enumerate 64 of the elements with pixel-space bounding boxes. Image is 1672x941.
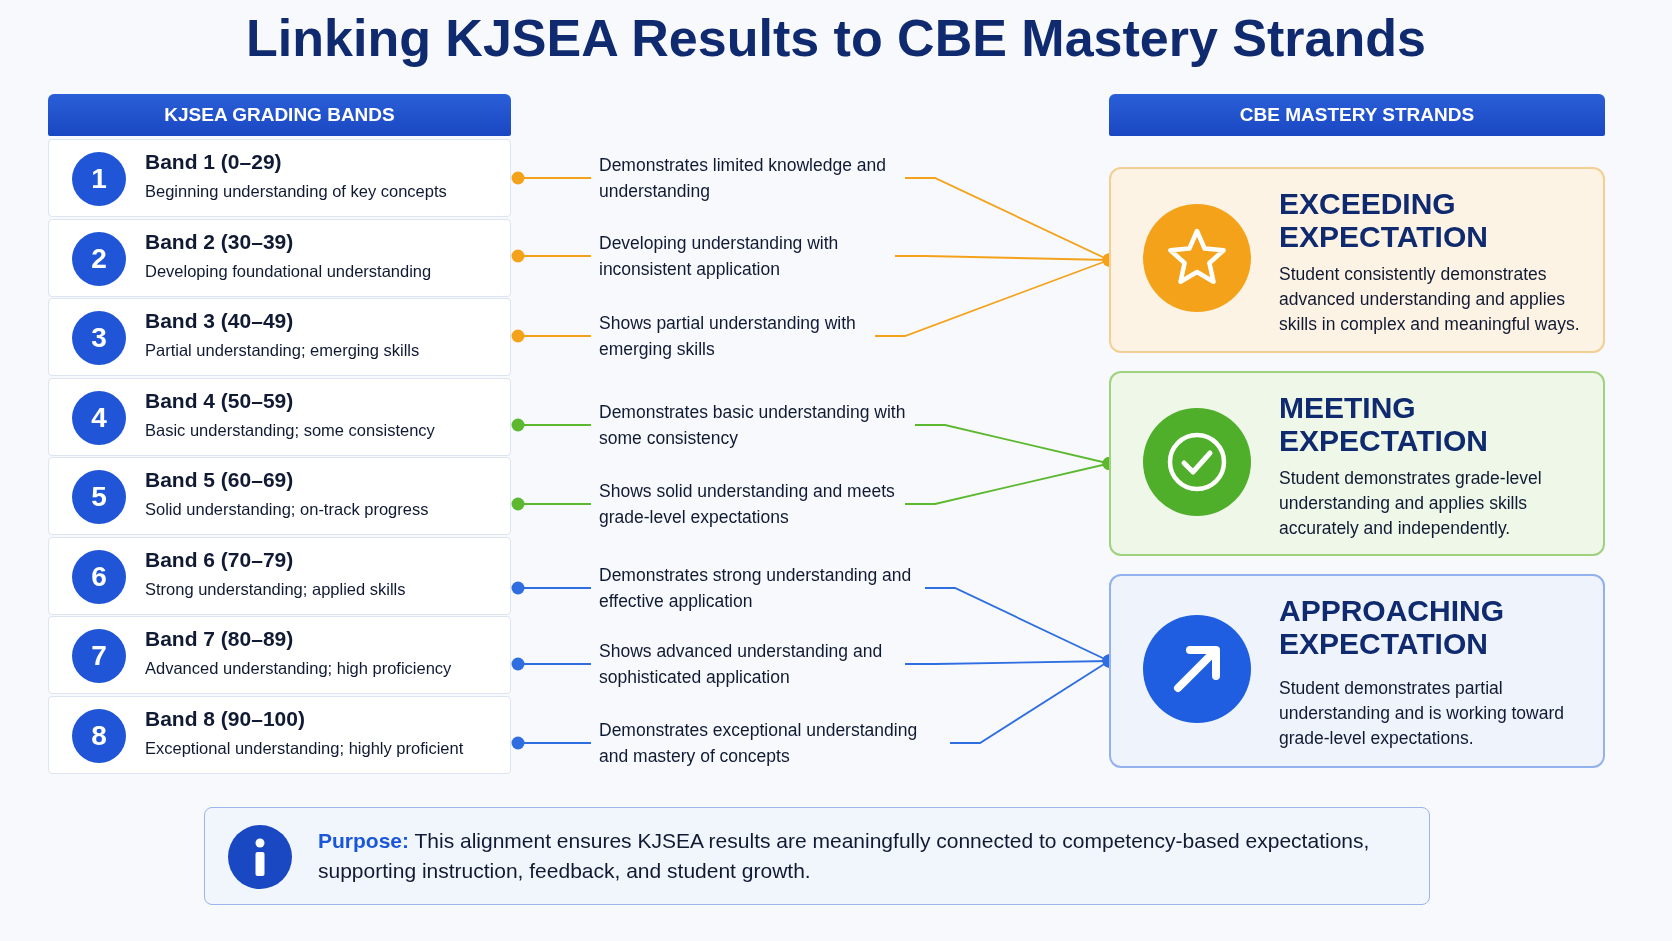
- band-title: Band 5 (60–69): [145, 468, 294, 492]
- strand-card: [1109, 167, 1605, 353]
- band-title: Band 2 (30–39): [145, 229, 294, 254]
- band-row: [48, 457, 511, 535]
- strand-description: Student demonstrates grade-level understanding and applies skills accurately and independently.: [1279, 467, 1543, 540]
- band-title: Band 4 (50–59): [145, 388, 294, 413]
- description-text: Shows partial understanding with emerging skills: [599, 310, 869, 362]
- description-text: Demonstrates limited knowledge and understanding: [599, 152, 899, 204]
- band-description: Developing foundational understanding: [145, 261, 432, 281]
- band-description: Beginning understanding of key concepts: [145, 182, 447, 201]
- strand-description: Student consistently demonstrates advanced understanding and applies skills in complex and meaningful ways.: [1279, 263, 1581, 336]
- band-title: Band 3 (40–49): [145, 309, 294, 333]
- band-description: Advanced understanding; high proficiency: [145, 659, 452, 678]
- number-circle: 8: [72, 708, 126, 763]
- number-circle: 6: [72, 549, 126, 604]
- connector-line: [511, 736, 592, 750]
- band-row: [48, 298, 511, 376]
- band-description: Strong understanding; applied skills: [145, 579, 406, 599]
- header-text: CBE MASTERY STRANDS: [1239, 104, 1475, 126]
- band-description: Basic understanding; some consistency: [145, 420, 435, 440]
- band-title: Band 8 (90–100): [145, 706, 305, 731]
- connector-line: [511, 329, 592, 343]
- band-row: [48, 139, 511, 217]
- description-text: Demonstrates exceptional understanding and mastery of concepts: [599, 717, 944, 769]
- description-text: Demonstrates basic understanding with some consistency: [599, 399, 909, 451]
- connector-line: [511, 581, 592, 595]
- band-row: [48, 536, 511, 615]
- strand-description: Student demonstrates partial understanding and is working toward grade-level expectations.: [1279, 677, 1566, 750]
- connector-line: [511, 418, 592, 432]
- number-circle: 7: [72, 629, 126, 683]
- description-text: Shows solid understanding and meets grade-level expectations: [599, 478, 899, 530]
- number-circle: 3: [72, 311, 126, 365]
- header-text: KJSEA GRADING BANDS: [164, 104, 395, 126]
- band-description: Solid understanding; on-track progress: [145, 500, 429, 519]
- section-header: [48, 94, 511, 136]
- title: Linking KJSEA Results to CBE Mastery Strands: [245, 8, 1427, 68]
- connector-line: [511, 249, 592, 263]
- description-text: Shows advanced understanding and sophisticated application: [599, 638, 899, 690]
- band-row: [48, 377, 511, 456]
- connector-line: [511, 171, 592, 185]
- band-title: Band 7 (80–89): [145, 627, 294, 651]
- number-circle: 4: [72, 390, 126, 445]
- band-title: Band 6 (70–79): [145, 547, 294, 572]
- number-circle: 5: [72, 470, 126, 524]
- connector-line: [511, 657, 592, 671]
- description-text: Demonstrates strong understanding and effective application: [599, 562, 919, 614]
- band-row: [48, 695, 511, 774]
- purpose-panel: [204, 807, 1430, 905]
- description-text: Developing understanding with inconsistent application: [599, 230, 889, 282]
- band-row: [48, 218, 511, 297]
- section-header: [1109, 94, 1605, 136]
- connector-line: [511, 497, 592, 511]
- band-title: Band 1 (0–29): [145, 150, 282, 174]
- strand-card: [1109, 574, 1605, 768]
- strand-heading: EXCEEDING EXPECTATION: [1279, 187, 1489, 253]
- strand-heading: MEETING EXPECTATION: [1279, 391, 1489, 457]
- strand-card: [1109, 371, 1605, 556]
- number-circle: 1: [72, 152, 126, 206]
- purpose-note: Purpose: This alignment ensures KJSEA results are meaningfully connected to competency-based expectations, supporting instruction, feedback, and student growth.: [318, 828, 1371, 884]
- band-description: Exceptional understanding; highly proficient: [145, 738, 464, 758]
- band-row: [48, 616, 511, 694]
- number-circle: 2: [72, 231, 126, 286]
- band-description: Partial understanding; emerging skills: [145, 341, 420, 360]
- strand-heading: APPROACHING EXPECTATION: [1279, 594, 1505, 660]
